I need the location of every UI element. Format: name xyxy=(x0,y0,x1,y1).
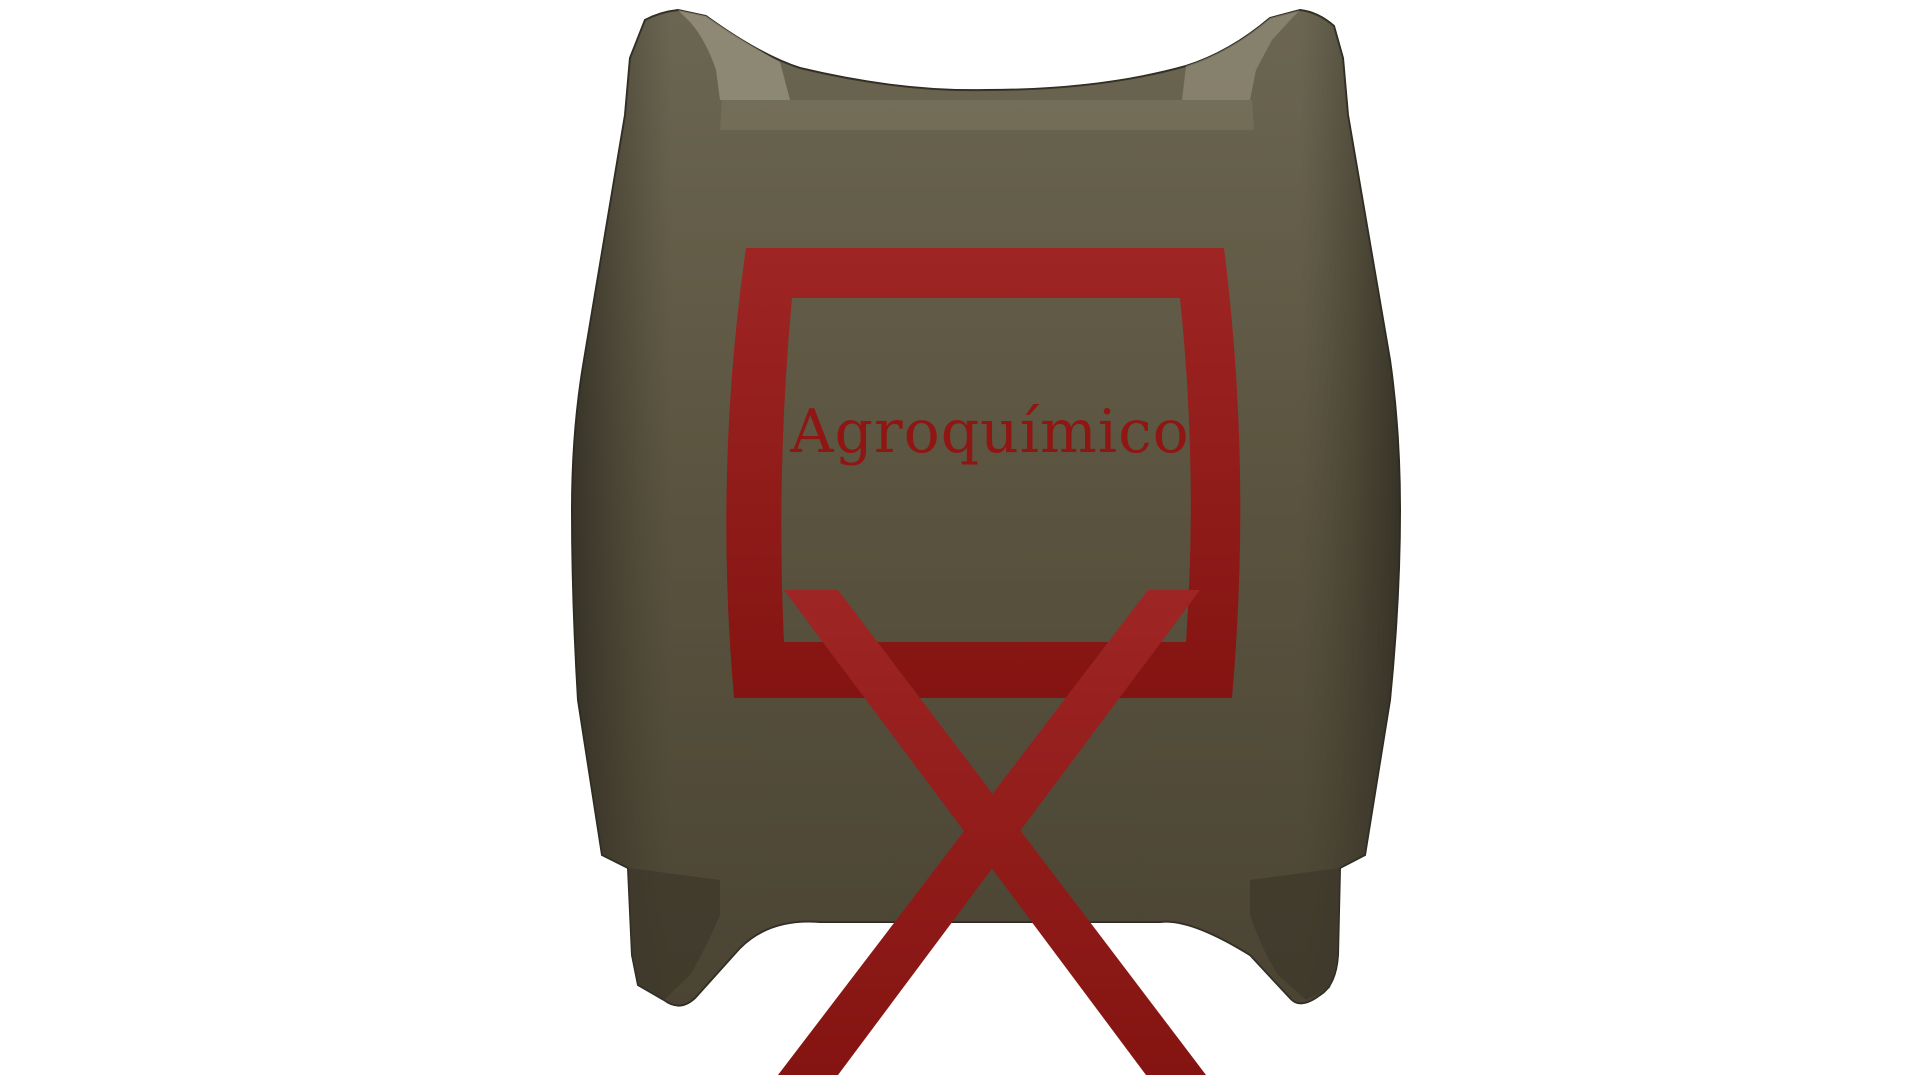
sack-top-right-ear xyxy=(1182,10,1300,100)
sack-bottom-right-corner xyxy=(1250,868,1340,1000)
product-label: Agroquímico xyxy=(790,397,1190,467)
container-outline xyxy=(726,248,1241,698)
sack-top-seam xyxy=(720,100,1254,130)
sack-top-left-ear xyxy=(678,10,790,100)
cross-line-right xyxy=(778,590,1200,1075)
sack-bottom-left-corner xyxy=(628,868,720,1000)
crossed-out-container-icon xyxy=(726,248,1241,1075)
